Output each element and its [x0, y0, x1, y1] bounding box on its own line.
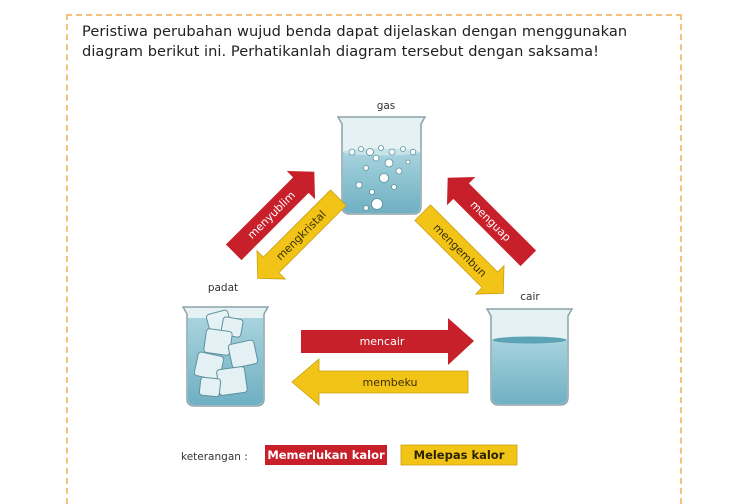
- gas-beaker: [336, 116, 427, 215]
- dashed-frame: [66, 14, 682, 504]
- gas-label: gas: [377, 100, 396, 112]
- evaporation-arrow: menguap: [446, 176, 537, 267]
- solid-beaker: [181, 306, 270, 407]
- condensation-arrow: mengembun: [414, 204, 505, 295]
- legend-label: keterangan :: [181, 451, 248, 463]
- intro-line-2: diagram berikut ini. Perhatikanlah diagr…: [82, 43, 600, 60]
- ice-cubes: [193, 309, 259, 398]
- legend-releases-heat: Melepas kalor: [414, 448, 505, 462]
- liquid-beaker: [485, 308, 574, 406]
- legend-requires-heat-swatch: [265, 445, 387, 465]
- liquid-label: cair: [520, 291, 540, 303]
- melting-arrow: mencair: [301, 318, 474, 365]
- melting-label: mencair: [360, 335, 405, 348]
- legend-releases-heat-swatch: [400, 444, 518, 466]
- legend: keterangan : Memerlukan kalor Melepas ka…: [181, 444, 518, 466]
- gas-bubbles: [348, 145, 417, 211]
- freezing-label: membeku: [363, 376, 418, 389]
- intro-text: Peristiwa perubahan wujud benda dapat di…: [82, 22, 682, 62]
- condensation-label: mengembun: [431, 221, 490, 280]
- freezing-arrow: membeku: [291, 358, 469, 406]
- solid-label: padat: [208, 282, 238, 294]
- intro-line-1: Peristiwa perubahan wujud benda dapat di…: [82, 23, 628, 40]
- legend-requires-heat: Memerlukan kalor: [267, 448, 385, 462]
